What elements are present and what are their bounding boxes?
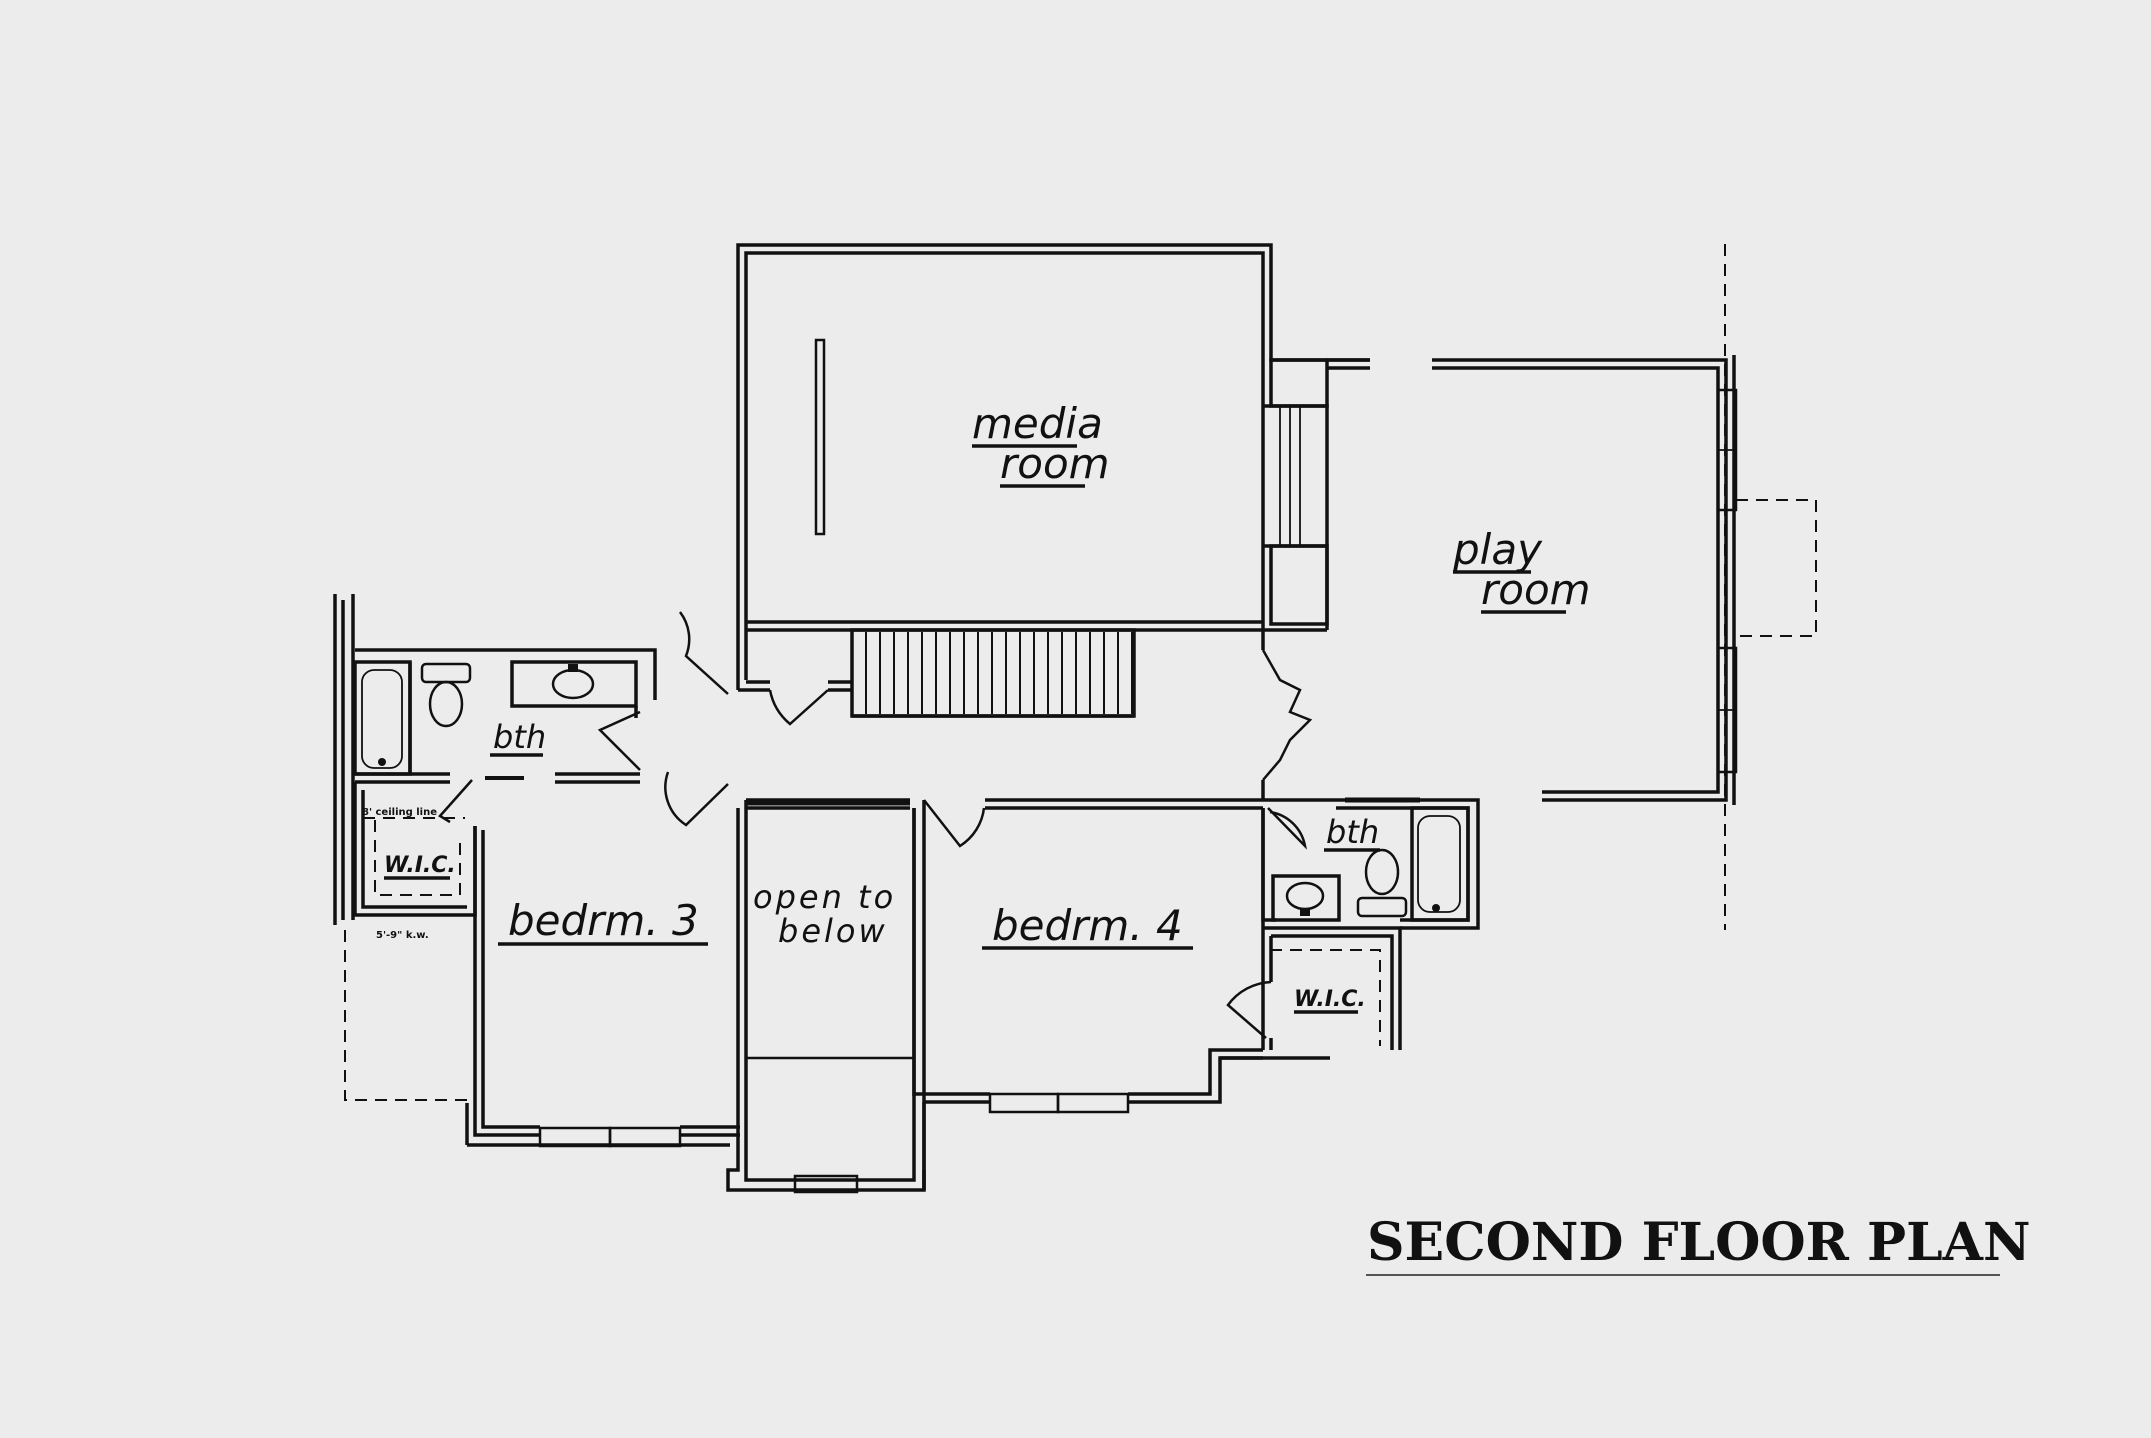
bedroom-3-walls xyxy=(344,826,740,1148)
label-open-1: open to xyxy=(753,878,896,916)
label-bath-left: bth xyxy=(493,718,546,756)
open-to-below xyxy=(726,800,926,1194)
left-wic xyxy=(353,782,477,917)
plan-title: SECOND FLOOR PLAN xyxy=(1367,1212,2031,1273)
left-bath xyxy=(341,594,657,920)
stair xyxy=(850,628,1136,718)
label-open-2: below xyxy=(778,912,888,950)
play-room-walls xyxy=(1432,244,1817,930)
right-wic xyxy=(1226,926,1402,1050)
label-play-2: room xyxy=(1481,565,1591,614)
label-bedroom-4: bedrm. 4 xyxy=(992,901,1183,950)
note-knee-wall: 5'-9" k.w. xyxy=(376,930,429,941)
note-ceiling-line: 8' ceiling line xyxy=(362,807,437,818)
media-closet xyxy=(1263,358,1370,632)
label-media-1: media xyxy=(972,399,1103,448)
hall-walls xyxy=(597,611,1327,827)
label-wic-right: W.I.C. xyxy=(1294,987,1366,1012)
room-labels: media room play room bth bth bedrm. 3 be… xyxy=(362,399,1591,1014)
bedroom-4-walls xyxy=(912,799,1330,1190)
plan-title-underline xyxy=(1366,1274,2000,1276)
label-bath-right: bth xyxy=(1326,813,1379,851)
label-media-2: room xyxy=(1000,439,1110,488)
label-play-1: play xyxy=(1452,525,1543,574)
right-bath xyxy=(1261,797,1480,930)
label-bedroom-3: bedrm. 3 xyxy=(508,896,699,945)
label-wic-left: W.I.C. xyxy=(384,853,456,878)
